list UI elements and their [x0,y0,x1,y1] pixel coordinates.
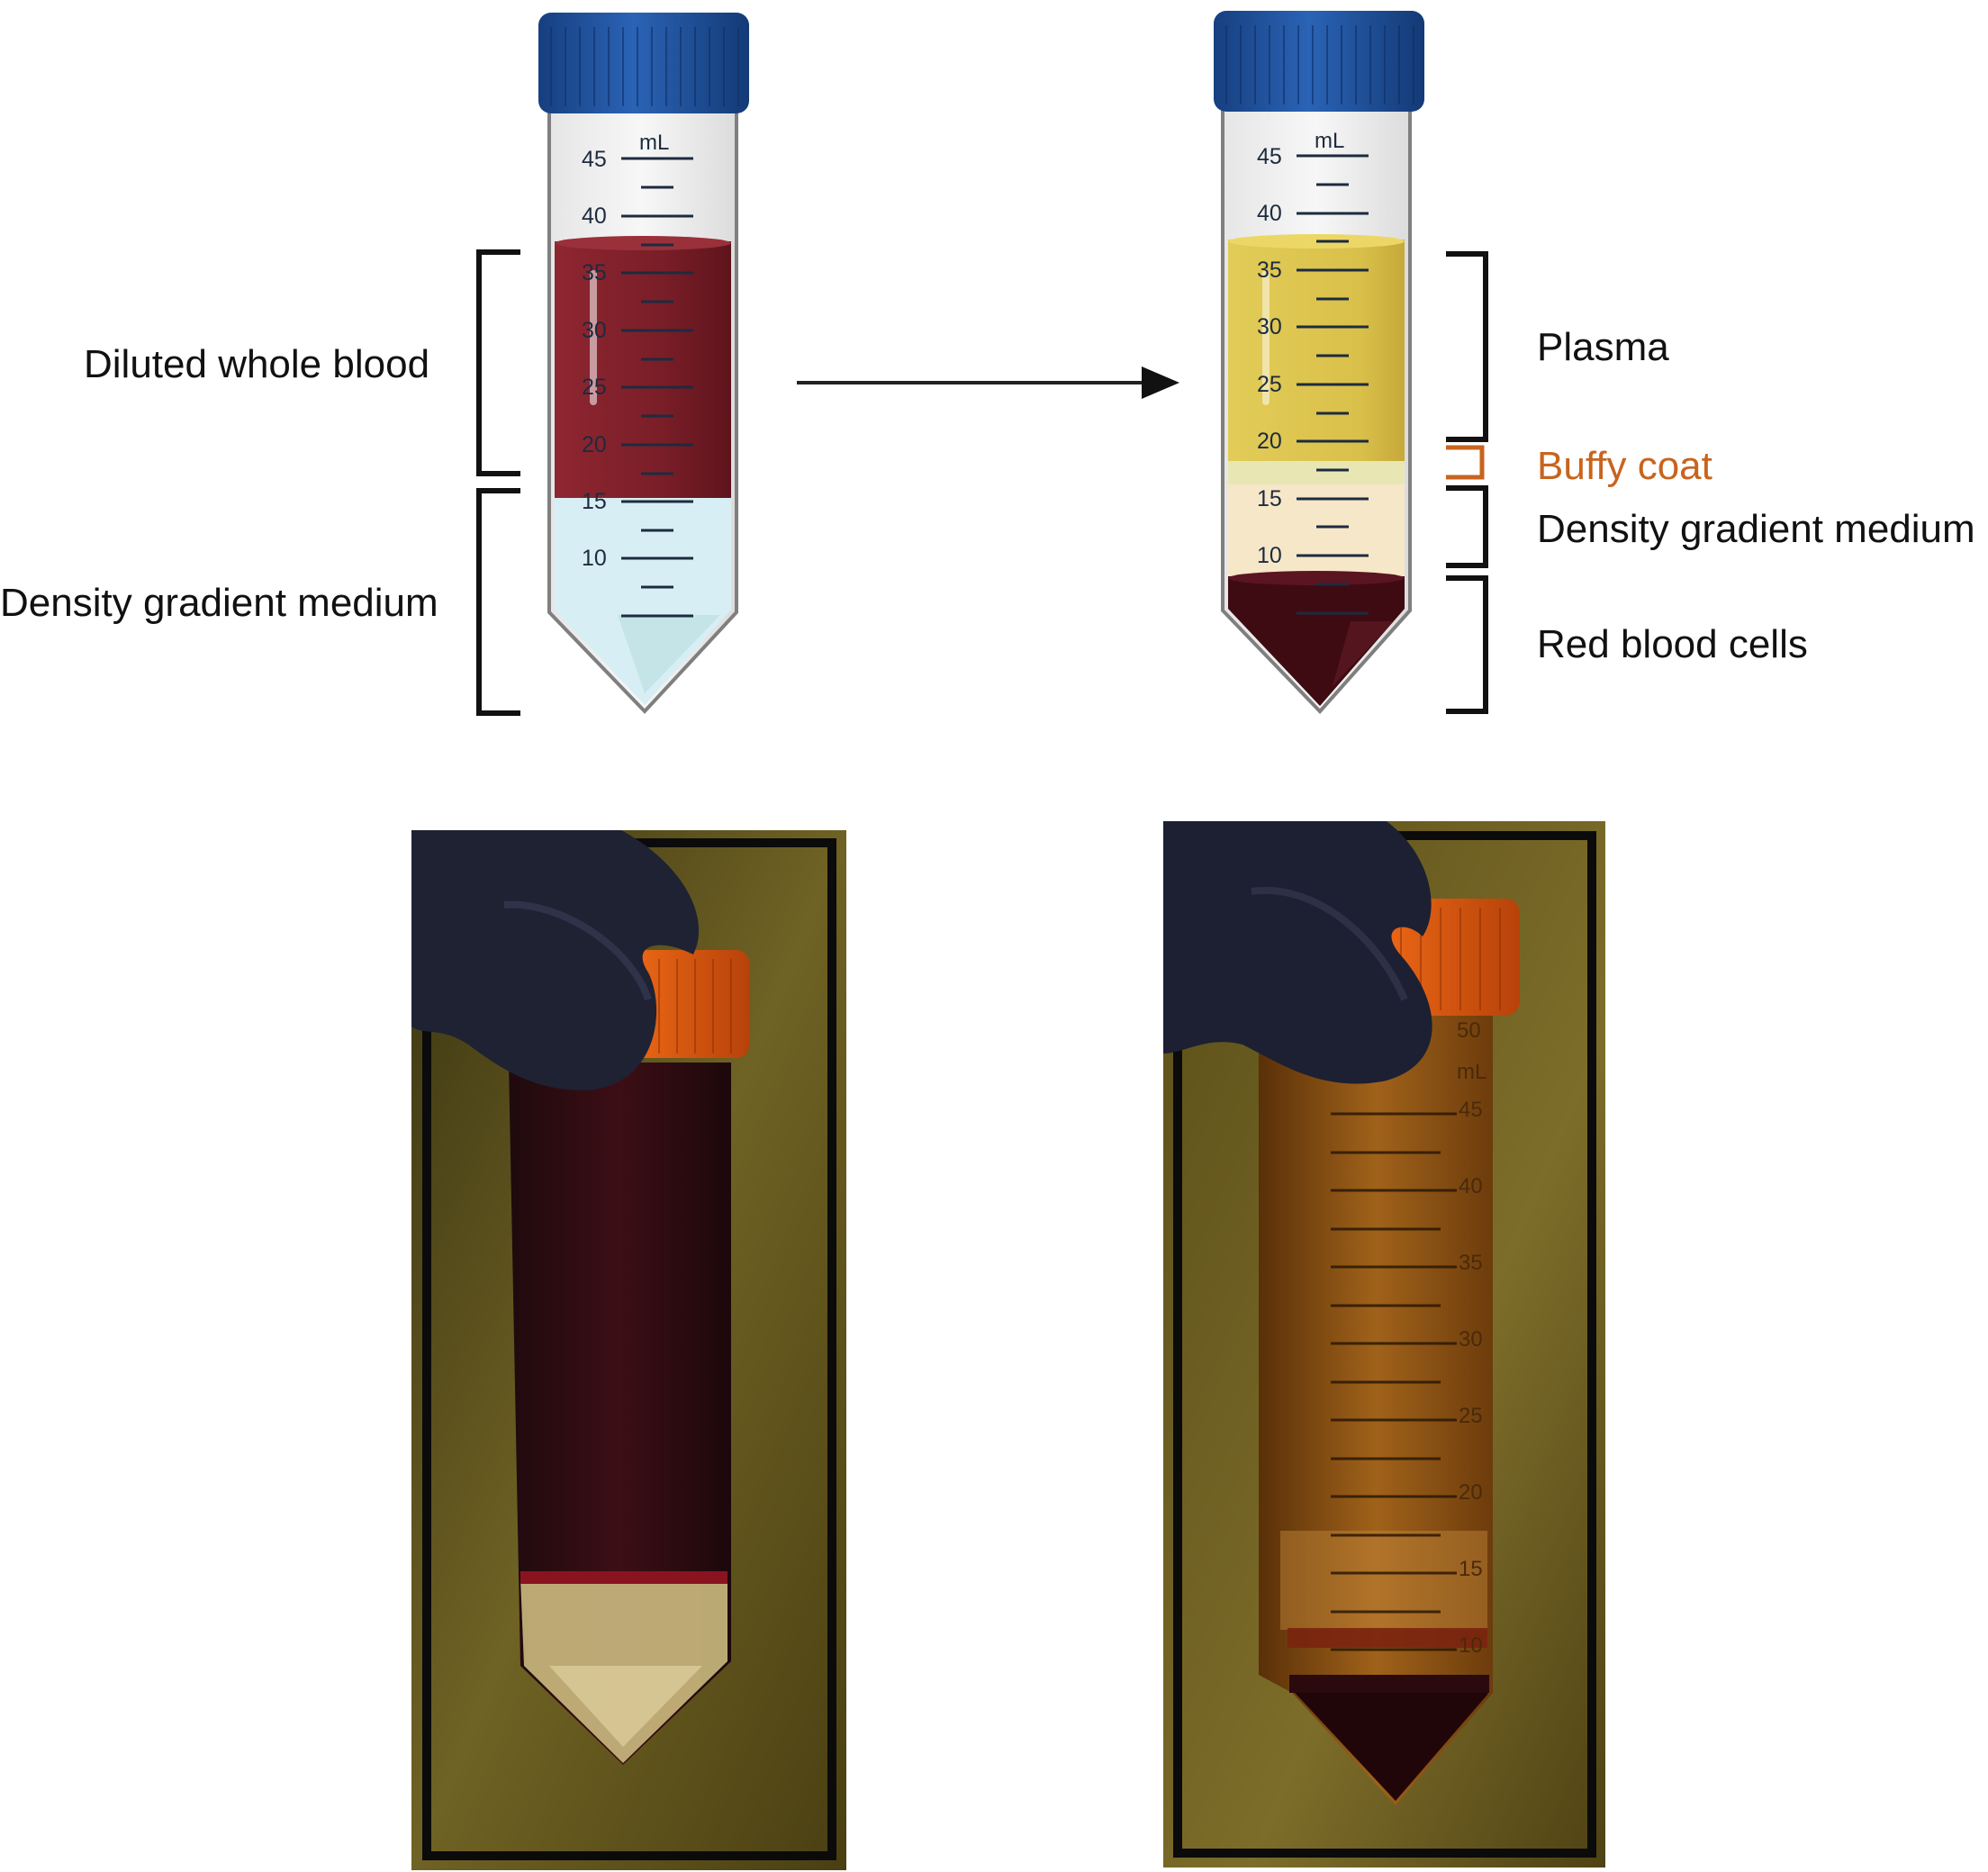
tube-after-tick-45: 45 [1257,144,1282,169]
arrow-centrifugation [797,366,1179,399]
buffy-coat-layer [1228,461,1405,484]
photo-after-mark-10: 10 [1459,1633,1483,1658]
photo-after-rbc-pellet [1289,1688,1489,1801]
tube-before: mL 45 40 35 30 25 20 15 10 [538,13,749,714]
bracket-rbc [1446,575,1488,714]
photo-after-mark-45: 45 [1459,1098,1483,1122]
photo-after-mark-15: 15 [1459,1557,1483,1581]
density-medium-layer [555,498,731,705]
tube-after-tick-10: 10 [1257,543,1282,568]
tube-before-tick-20: 20 [582,432,607,457]
tube-after-tick-30: 30 [1257,314,1282,339]
photo-after-medium-band [1280,1531,1487,1630]
tube-after-tick-20: 20 [1257,429,1282,454]
plasma-layer [1228,240,1405,461]
tube-after-tick-15: 15 [1257,486,1282,511]
tube-after-tick-25: 25 [1257,372,1282,397]
label-buffy-coat: Buffy coat [1537,444,1712,488]
photo-after-mark-30: 30 [1459,1327,1483,1352]
bracket-diluted-blood [476,249,520,476]
tube-after: mL 45 40 35 30 25 20 15 10 [1214,11,1424,714]
bracket-density-medium-after [1446,485,1488,568]
tube-before-tick-35: 35 [582,260,607,285]
bracket-buffy-coat [1446,445,1485,480]
tube-after-cap [1214,11,1424,112]
label-red-blood-cells: Red blood cells [1537,622,1808,666]
photo-after: 50 mL 45 40 35 30 25 20 15 10 [1163,821,1605,1867]
photo-after-mark-40: 40 [1459,1174,1483,1198]
photo-before [411,830,846,1870]
tube-before-tick-15: 15 [582,489,607,514]
tube-before-unit: mL [639,131,669,155]
photo-before-glove [411,830,700,1090]
bracket-plasma [1446,251,1488,442]
photo-after-mark-20: 20 [1459,1480,1483,1505]
diluted-blood-layer [555,241,731,498]
rbc-layer [1228,576,1405,706]
tube-after-tick-35: 35 [1257,258,1282,283]
tube-before-cap [538,13,749,113]
tube-after-tick-40: 40 [1257,201,1282,226]
tube-before-tick-40: 40 [582,203,607,229]
photo-after-mark-35: 35 [1459,1251,1483,1275]
tube-before-tick-10: 10 [582,546,607,571]
tube-before-tick-30: 30 [582,318,607,343]
bracket-density-medium [476,488,520,716]
label-plasma: Plasma [1537,325,1669,369]
label-density-gradient-medium-before: Density gradient medium [0,581,438,625]
label-density-gradient-medium-after: Density gradient medium [1537,507,1975,551]
label-diluted-whole-blood: Diluted whole blood [84,342,429,386]
tube-before-tick-45: 45 [582,147,607,172]
tube-after-unit: mL [1315,129,1344,153]
photo-after-scale-top: 50 [1457,1018,1481,1043]
photo-after-glove [1163,821,1432,1084]
photo-after-scale-unit: mL [1457,1060,1486,1084]
photo-after-mark-25: 25 [1459,1404,1483,1428]
tube-before-tick-25: 25 [582,375,607,400]
photo-after-tube [1259,990,1493,1805]
